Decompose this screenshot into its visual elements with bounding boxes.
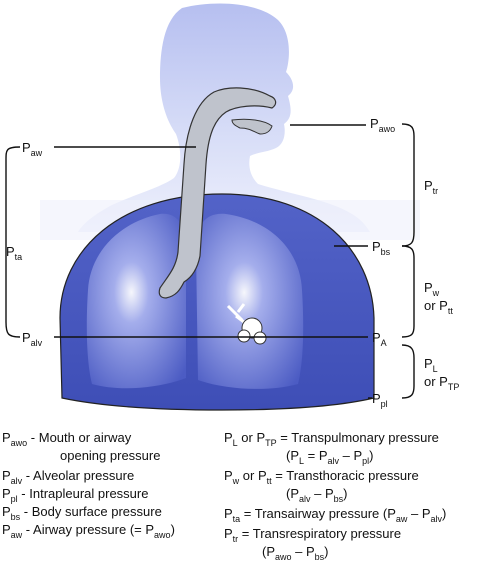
legend-pL: PL or PTP = Transpulmonary pressure (224, 430, 439, 448)
label-pbs: Pbs (372, 239, 391, 257)
legend-pw-formula: (Palv – Pbs) (286, 486, 348, 504)
alveolus-2 (237, 329, 251, 343)
legend-pL-formula: (PL = Palv – Ppl) (286, 448, 374, 466)
label-pw: Pw (424, 280, 440, 298)
alveolus-3 (253, 331, 267, 345)
label-pta: Pta (6, 244, 22, 262)
legend-pta: Pta = Transairway pressure (Paw – Palv) (224, 506, 446, 524)
label-paw: Paw (22, 140, 43, 158)
diagram-labels: Paw Pawo Ptr Pta Pbs Pw or Ptt Palv PA P… (6, 116, 459, 409)
pl-bracket (401, 344, 415, 399)
legend-pbs: Pbs - Body surface pressure (2, 504, 162, 522)
label-ppl: Ppl (372, 391, 388, 409)
legend-ptr-formula: (Pawo – Pbs) (262, 544, 329, 562)
thorax (59, 193, 375, 411)
label-pl: PL (424, 356, 438, 374)
label-ptp: or PTP (424, 374, 459, 392)
trachea (158, 87, 277, 299)
legend-palv: Palv - Alveolar pressure (2, 468, 134, 486)
head-neck-shape (78, 3, 370, 232)
bronchiole (226, 303, 246, 324)
legend-paw: Paw - Airway pressure (= Pawo) (2, 522, 175, 540)
left-lung (86, 213, 186, 389)
legend-ptr: Ptr = Transrespiratory pressure (224, 526, 401, 544)
legend-left: Pawo - Mouth or airway opening pressure … (2, 430, 175, 540)
legend-pw: Pw or Ptt = Transthoracic pressure (224, 468, 419, 486)
label-ptt: or Ptt (424, 298, 453, 316)
legend-pawo-cont: opening pressure (60, 448, 160, 463)
label-pawo: Pawo (370, 116, 395, 134)
label-pA: PA (372, 330, 387, 348)
leader-lines (5, 123, 415, 399)
legend-right: PL or PTP = Transpulmonary pressure (PL … (224, 430, 446, 562)
legend-ppl: Ppl - Intrapleural pressure (2, 486, 148, 504)
pta-bracket (5, 146, 21, 338)
ptr-bracket (401, 123, 415, 247)
mouth-cavity (231, 118, 273, 135)
label-palv: Palv (22, 330, 43, 348)
airway (158, 87, 277, 345)
label-ptr: Ptr (424, 178, 438, 196)
legend-pawo: Pawo - Mouth or airway (2, 430, 132, 448)
pw-bracket (401, 245, 415, 338)
right-lung (196, 213, 304, 389)
